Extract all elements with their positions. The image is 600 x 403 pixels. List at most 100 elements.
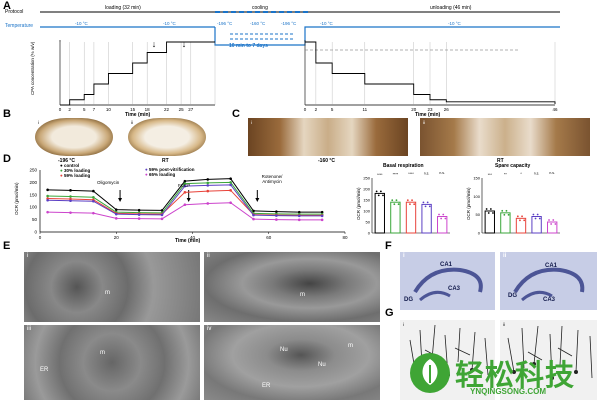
- data-point: [252, 213, 255, 217]
- tick-label: 25: [179, 107, 185, 112]
- tick-label: 5: [83, 107, 86, 112]
- bar-point: [428, 205, 431, 208]
- annotation-fccp: FCCP: [178, 183, 191, 188]
- rotenone-arrow-head: [255, 198, 260, 202]
- tick-label: 250: [29, 168, 37, 173]
- bar: [531, 216, 542, 234]
- series-line: [47, 184, 323, 217]
- tick-label: 2: [68, 107, 71, 112]
- data-point: [137, 208, 141, 212]
- data-point: [275, 218, 278, 221]
- data-point: [114, 217, 118, 220]
- data-point: [92, 199, 95, 203]
- data-point: [252, 217, 255, 221]
- data-point: [183, 203, 187, 207]
- data-point: [320, 210, 324, 214]
- watermark-url: YNQINGSONG.COM: [470, 387, 547, 396]
- region-label: CA3: [543, 297, 556, 303]
- tick-label: 50: [476, 212, 481, 217]
- sub-label: ii: [207, 253, 210, 259]
- data-point: [114, 208, 118, 211]
- data-point: [69, 189, 72, 192]
- bar-point: [375, 190, 378, 193]
- fccp-arrow-head: [186, 198, 191, 202]
- significance-label: n.s.: [424, 172, 430, 176]
- bar-point: [552, 219, 555, 221]
- bar-point: [379, 190, 382, 193]
- bar-point: [444, 217, 447, 220]
- bar-point: [485, 208, 488, 210]
- bar-point: [521, 215, 523, 218]
- region-label: CA1: [545, 263, 558, 269]
- data-point: [206, 202, 210, 205]
- tick-label: 11: [362, 107, 367, 112]
- tick-label: 100: [363, 209, 370, 214]
- bar: [547, 221, 558, 234]
- tick-label: 18: [145, 107, 151, 112]
- photo-caption: RT: [162, 158, 169, 164]
- golgi-image-ii: [500, 320, 597, 400]
- tick-label: 40: [190, 235, 196, 240]
- bar-point: [554, 223, 557, 225]
- region-label: CA3: [448, 286, 461, 292]
- data-point: [297, 210, 301, 214]
- protocol-label: Protocol: [5, 9, 24, 15]
- panel-label-c: C: [232, 108, 240, 120]
- bar-point: [395, 199, 398, 202]
- region-label: DG: [508, 293, 517, 299]
- phase-loading: loading (32 min): [105, 5, 141, 11]
- legend: ● 59% post-vitrification ● 65% loading: [145, 167, 195, 177]
- tick-label: 2: [315, 107, 318, 112]
- data-point: [92, 195, 95, 199]
- bar-point: [409, 203, 411, 206]
- data-point: [183, 182, 187, 185]
- organelle-label: m: [105, 290, 110, 296]
- tick-label: 80: [342, 235, 348, 240]
- rt-tissue-photo: [128, 118, 206, 156]
- data-point: [297, 218, 301, 222]
- tick-label: 15: [130, 107, 136, 112]
- tick-label: 0: [304, 107, 307, 112]
- cooled-brain-photo: [248, 118, 408, 156]
- panel-label-d: D: [3, 153, 11, 165]
- organelle-label: Nu: [280, 347, 288, 353]
- data-point: [183, 191, 187, 194]
- watermark-text: 轻松科技: [455, 358, 576, 392]
- bar-point: [538, 217, 541, 220]
- organelle-label: Nu: [318, 362, 326, 368]
- data-point: [92, 189, 95, 193]
- bar-point: [406, 199, 409, 202]
- em-image-ii: [204, 252, 380, 322]
- data-point: [229, 201, 232, 205]
- bar-point: [411, 199, 413, 202]
- significance-label: n.s.: [534, 172, 540, 176]
- data-point: [46, 210, 49, 214]
- photo-caption: -160 °C: [318, 158, 336, 164]
- tick-label: 150: [473, 176, 480, 181]
- rt-brain-photo: [420, 118, 590, 156]
- photo-caption: -196 °C: [58, 158, 76, 164]
- bar-point: [377, 194, 380, 197]
- spare-y-label: OCR (pmol/min): [466, 187, 471, 220]
- tick-label: 20: [114, 235, 120, 240]
- bar-point: [397, 203, 400, 206]
- tick-label: 100: [29, 205, 37, 210]
- bar-point: [492, 212, 494, 214]
- bar: [437, 216, 448, 234]
- sub-label: i: [251, 120, 252, 125]
- tick-label: 22: [164, 107, 170, 112]
- phase-cooling: cooling: [252, 5, 268, 11]
- sub-label: ii: [503, 253, 507, 259]
- phase-unloading: unloading (46 min): [430, 5, 472, 11]
- data-point: [137, 213, 141, 216]
- temp-label: -10 °C: [448, 21, 461, 26]
- panel-label-f: F: [385, 240, 392, 252]
- legend-entry: ● control: [60, 163, 80, 168]
- sub-label: ii: [131, 120, 133, 125]
- sub-label: i: [403, 253, 405, 259]
- data-point: [229, 189, 232, 192]
- bar-point: [548, 219, 550, 221]
- bar: [405, 201, 417, 234]
- sub-label: ii: [423, 120, 425, 125]
- em-image-iv: [204, 325, 380, 400]
